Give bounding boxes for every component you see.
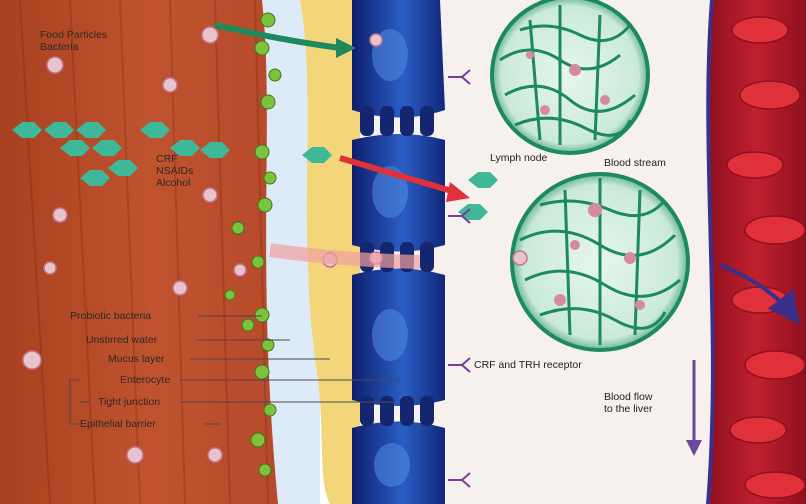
lymph-node-top: [492, 0, 648, 153]
label-alcohol: Alcohol: [156, 177, 190, 189]
label-crf: CRF: [156, 153, 178, 165]
lymph-node-bottom: [512, 174, 688, 350]
label-blood-flow-line2: to the liver: [604, 403, 652, 415]
label-lymph-node: Lymph node: [490, 152, 547, 164]
label-bacteria: Bacteria: [40, 41, 79, 53]
label-epithelial-barrier: Epithelial barrier: [80, 418, 156, 430]
label-nsaids: NSAIDs: [156, 165, 193, 177]
label-blood-stream: Blood stream: [604, 157, 666, 169]
label-blood-flow-line1: Blood flow: [604, 391, 652, 403]
label-tight-junction: Tight junction: [98, 396, 160, 408]
label-probiotic-bacteria: Probiotic bacteria: [70, 310, 151, 322]
label-food-particles: Food Particles: [40, 29, 107, 41]
label-unstirred-water: Unstirred water: [86, 334, 157, 346]
label-mucus-layer: Mucus layer: [108, 353, 165, 365]
label-crf-trh-receptor: CRF and TRH receptor: [474, 359, 582, 371]
label-enterocyte: Enterocyte: [120, 374, 170, 386]
